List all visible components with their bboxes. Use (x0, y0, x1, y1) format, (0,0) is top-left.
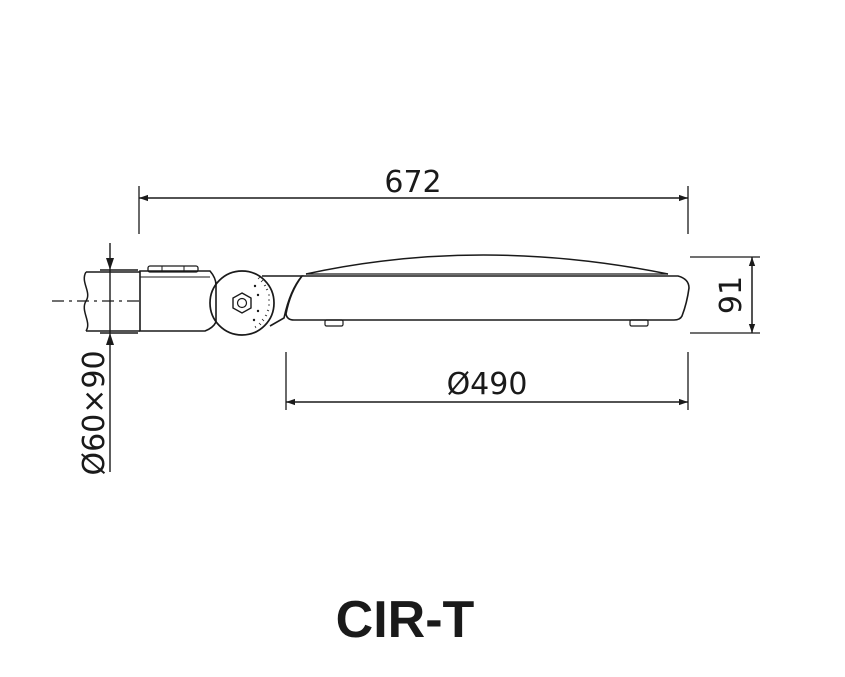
foot-right (629, 319, 649, 327)
arrow-bottom (106, 333, 114, 345)
tilt-joint (209, 270, 275, 336)
overall-length-label: 672 (384, 165, 441, 200)
mounting-label: Ø60×90 (77, 350, 112, 475)
luminaire (139, 254, 690, 336)
diameter-label: Ø490 (447, 367, 528, 402)
top-cover (305, 254, 669, 275)
angle-scale (252, 276, 270, 329)
height-label: 91 (714, 276, 749, 314)
model-title: CIR-T (336, 591, 475, 649)
pole-break-line (83, 271, 89, 332)
hex-bolt-icon (232, 292, 252, 314)
dimension-diameter: Ø490 (285, 352, 689, 410)
foot-left (324, 319, 344, 327)
arrow-top (106, 258, 114, 270)
clamp-housing (139, 270, 217, 332)
pole-stub (83, 271, 140, 332)
dimension-height: 91 (690, 256, 760, 334)
dimension-overall-length: 672 (138, 165, 689, 234)
dimension-mounting: Ø60×90 (77, 243, 138, 476)
clamp-cap (147, 265, 199, 273)
luminaire-body (285, 275, 690, 321)
